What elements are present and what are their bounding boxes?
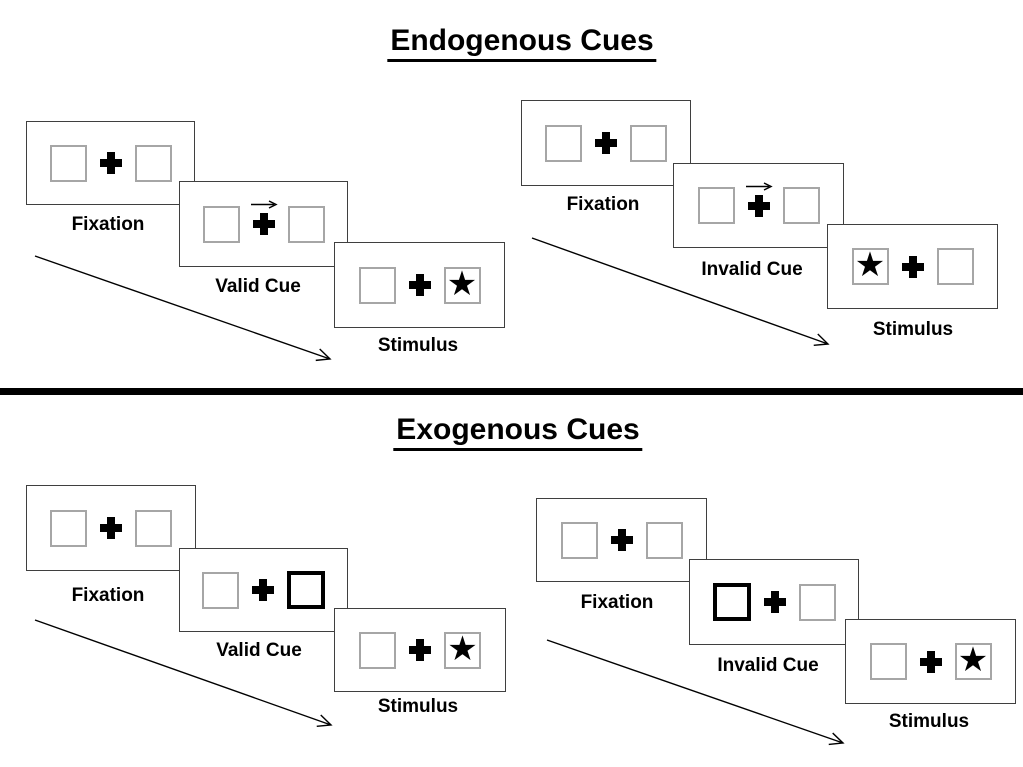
plus-icon xyxy=(747,194,770,217)
panel-label-fixation: Fixation xyxy=(566,194,640,215)
plus-icon xyxy=(409,639,431,661)
placeholder-box-left xyxy=(560,521,598,559)
star-icon: ★ xyxy=(957,640,989,680)
panel-exogenous-valid-cue xyxy=(179,548,348,632)
panel-label-fixation: Fixation xyxy=(71,214,145,235)
panel-label-stimulus: Stimulus xyxy=(377,696,459,717)
star-target-box: ★ xyxy=(444,628,481,669)
fixation-cross-icon xyxy=(252,579,274,601)
plus-icon xyxy=(252,213,275,235)
right-arrow-cue-icon xyxy=(250,200,278,209)
panel-endogenous-invalid-fixation xyxy=(521,100,691,186)
star-icon: ★ xyxy=(447,628,478,669)
fixation-cross-icon xyxy=(919,650,942,673)
panel-label-stimulus: Stimulus xyxy=(888,711,970,732)
panel-exogenous-valid-fixation xyxy=(26,485,196,571)
panel-label-valid-cue: Valid Cue xyxy=(215,276,301,297)
plus-icon xyxy=(408,274,431,296)
plus-icon xyxy=(100,517,122,539)
panel-endogenous-valid-cue xyxy=(179,181,348,267)
plus-icon xyxy=(919,650,942,673)
panel-endogenous-invalid-stimulus: ★ xyxy=(827,224,998,309)
placeholder-box-left xyxy=(202,205,240,243)
plus-icon xyxy=(99,152,122,174)
placeholder-box-right xyxy=(287,205,325,243)
exogenous-cue-box xyxy=(712,583,751,621)
placeholder-box-right xyxy=(936,248,974,285)
exogenous-cue-box xyxy=(287,571,325,609)
fixation-cross-icon xyxy=(100,517,122,539)
panel-label-fixation: Fixation xyxy=(71,585,145,606)
fixation-cross-icon xyxy=(409,639,431,661)
placeholder-box-left xyxy=(545,124,582,162)
sequence-arrow-endogenous-valid xyxy=(34,255,332,362)
placeholder-box-left xyxy=(869,643,907,680)
right-arrow-cue-icon xyxy=(745,181,773,191)
panel-label-stimulus: Stimulus xyxy=(377,335,459,356)
panel-label-invalid-cue: Invalid Cue xyxy=(717,655,819,676)
placeholder-box-right xyxy=(645,521,683,559)
panel-endogenous-invalid-cue xyxy=(673,163,844,248)
panel-exogenous-invalid-stimulus: ★ xyxy=(845,619,1016,704)
placeholder-box-left xyxy=(697,187,735,224)
sequence-arrow-exogenous-valid xyxy=(34,619,333,728)
panel-exogenous-invalid-cue xyxy=(689,559,859,645)
fixation-cross-icon xyxy=(901,255,924,278)
panel-label-fixation: Fixation xyxy=(580,592,654,613)
panel-label-invalid-cue: Invalid Cue xyxy=(701,259,803,280)
panel-label-stimulus: Stimulus xyxy=(872,319,954,340)
fixation-cross-icon xyxy=(763,591,786,613)
plus-icon xyxy=(763,591,786,613)
plus-icon xyxy=(595,132,617,154)
sequence-arrow-endogenous-invalid xyxy=(531,237,830,346)
star-target-box: ★ xyxy=(443,263,481,304)
star-target-box: ★ xyxy=(954,640,992,680)
star-target-box: ★ xyxy=(851,245,889,285)
panel-exogenous-invalid-fixation xyxy=(536,498,707,582)
panel-label-valid-cue: Valid Cue xyxy=(216,640,302,661)
fixation-cross-icon xyxy=(408,274,431,296)
fixation-cross-icon xyxy=(610,529,633,551)
section-title-exogenous: Exogenous Cues xyxy=(393,413,643,451)
section-title-endogenous: Endogenous Cues xyxy=(387,24,657,62)
fixation-cross-icon xyxy=(250,200,278,235)
panel-exogenous-valid-stimulus: ★ xyxy=(334,608,506,692)
plus-icon xyxy=(610,529,633,551)
plus-icon xyxy=(252,579,274,601)
placeholder-box-left xyxy=(359,631,396,669)
fixation-cross-icon xyxy=(99,152,122,174)
star-icon: ★ xyxy=(854,245,886,285)
placeholder-box-right xyxy=(798,583,836,621)
placeholder-box-left xyxy=(202,571,239,609)
placeholder-box-right xyxy=(134,144,172,182)
placeholder-box-right xyxy=(782,187,820,224)
panel-endogenous-valid-fixation xyxy=(26,121,195,205)
placeholder-box-right xyxy=(630,124,667,162)
star-icon: ★ xyxy=(446,263,478,304)
panel-endogenous-valid-stimulus: ★ xyxy=(334,242,505,328)
placeholder-box-left xyxy=(49,144,87,182)
placeholder-box-right xyxy=(135,509,172,547)
placeholder-box-left xyxy=(50,509,87,547)
fixation-cross-icon xyxy=(595,132,617,154)
plus-icon xyxy=(901,255,924,278)
fixation-cross-icon xyxy=(745,181,773,217)
section-divider xyxy=(0,388,1023,395)
placeholder-box-left xyxy=(358,266,396,304)
